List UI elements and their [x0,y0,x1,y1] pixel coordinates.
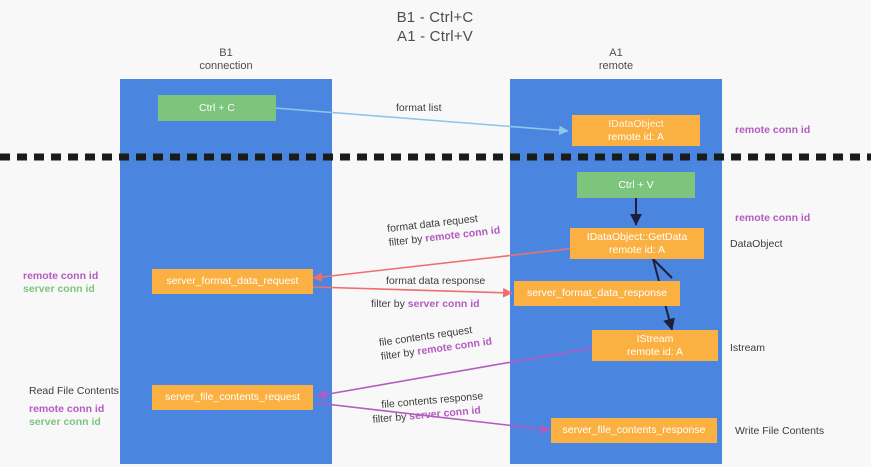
annotation-left-bot-remote: remote conn id [29,403,105,415]
box-ctrl-v[interactable]: Ctrl + V [577,172,695,198]
arrow-format-data-request [312,247,577,282]
annotation-right-dataobject: DataObject [730,238,783,250]
column-header-a1: A1 remote [536,47,696,73]
column-header-a1-sub: remote [598,60,634,72]
box-idataobject-getdata-line2: remote id: A [608,243,666,256]
annotation-right-write-file: Write File Contents [735,425,825,437]
box-istream-line1: IStream [636,332,674,345]
box-idataobject-line2: remote id: A [607,130,665,143]
edge-label-format-list-text: format list [396,102,442,114]
edge-label-file-contents-response-prefix: filter by [372,410,410,426]
annotation-right-top-conn: remote conn id [735,124,811,136]
page-title-line1: B1 - Ctrl+C [396,9,474,26]
column-header-b1-name: B1 [219,47,233,59]
page-title-line2: A1 - Ctrl+V [397,28,473,45]
box-idataobject-getdata[interactable]: IDataObject::GetData remote id: A [570,228,704,259]
annotation-left-mid-server: server conn id [23,283,95,295]
column-header-b1: B1 connection [146,47,306,73]
arrow-file-contents-request [316,347,593,400]
annotation-left-bot-server: server conn id [29,416,101,428]
box-idataobject-getdata-line1: IDataObject::GetData [586,230,688,243]
annotation-right-mid-conn: remote conn id [735,212,811,224]
box-idataobject[interactable]: IDataObject remote id: A [572,115,700,146]
box-server-format-data-response[interactable]: server_format_data_response [514,281,680,306]
annotation-left-read-file: Read File Contents [29,385,119,397]
edge-label-format-data-response-line1: format data response [386,275,486,287]
arrow-response-to-getdata [651,257,673,279]
annotation-right-istream: Istream [730,342,766,354]
box-istream[interactable]: IStream remote id: A [592,330,718,361]
edge-label-format-data-response-line2: filter by server conn id [371,297,485,311]
column-header-b1-sub: connection [199,60,253,72]
box-server-file-contents-response[interactable]: server_file_contents_response [551,418,717,443]
edge-label-format-data-response: format data response filter by server co… [371,274,486,311]
column-header-a1-name: A1 [609,47,623,59]
box-server-format-data-request[interactable]: server_format_data_request [152,269,313,294]
annotation-left-mid-remote: remote conn id [23,270,99,282]
box-istream-line2: remote id: A [626,345,684,358]
edge-label-format-list: format list [396,101,442,115]
edge-label-format-data-response-prefix: filter by [371,298,408,310]
edge-label-format-data-response-key: server conn id [407,298,480,310]
arrow-file-contents-response [316,402,551,434]
arrow-format-list [274,107,569,136]
box-idataobject-line1: IDataObject [608,117,664,130]
box-ctrl-c[interactable]: Ctrl + C [158,95,276,121]
box-server-file-contents-request[interactable]: server_file_contents_request [152,385,313,410]
arrow-format-data-response [312,286,513,298]
page-title: B1 - Ctrl+C A1 - Ctrl+V [335,8,535,46]
